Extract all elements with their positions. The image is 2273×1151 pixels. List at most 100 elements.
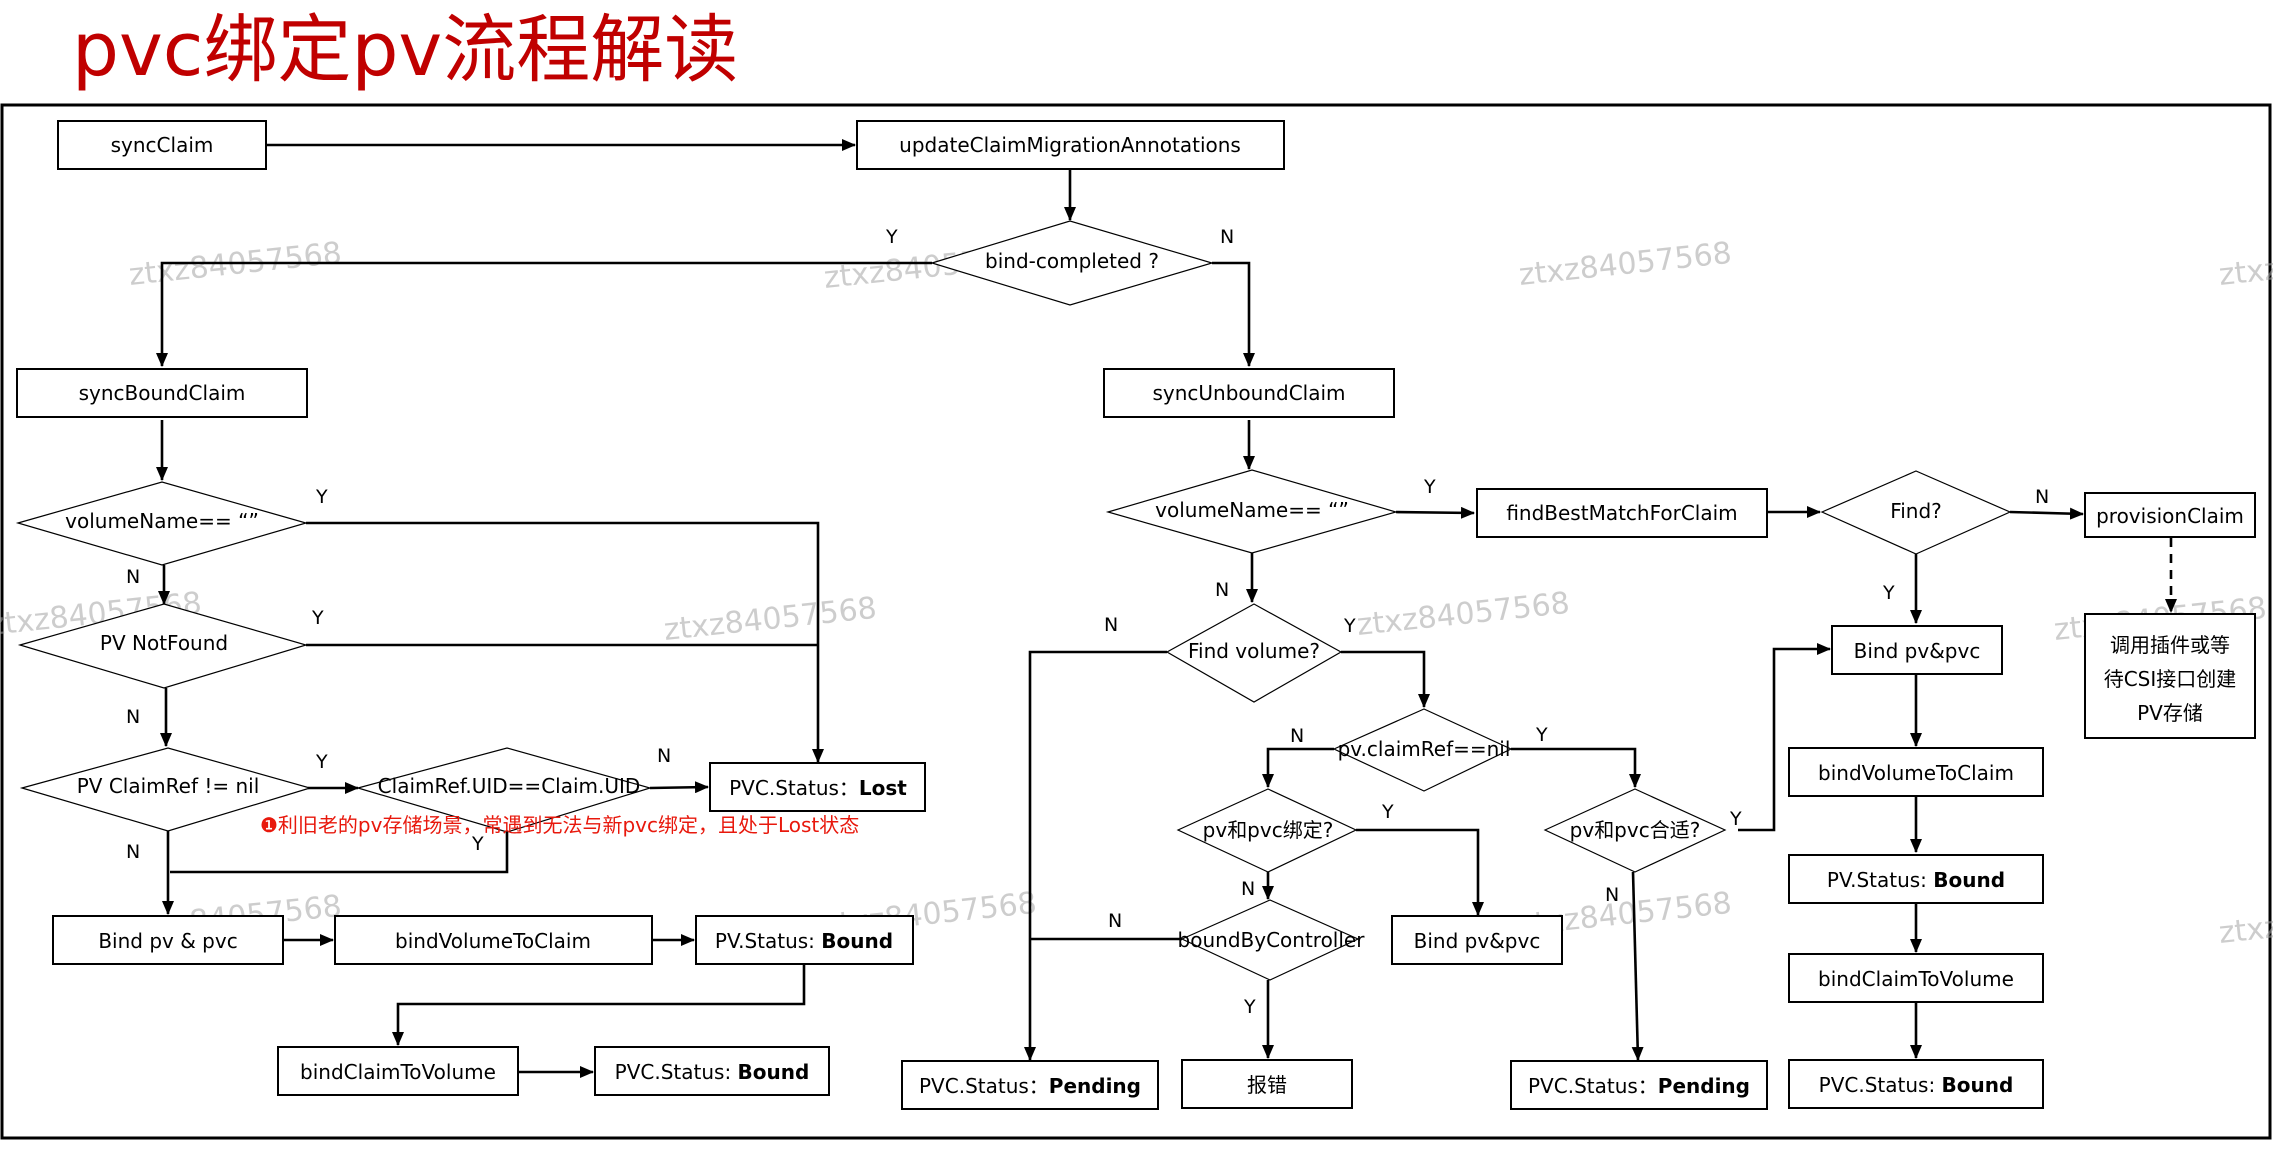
decision-find-volume: Find volume?	[1165, 603, 1343, 703]
label-no: N	[1241, 878, 1255, 900]
node-label: Find?	[1890, 499, 1942, 523]
node-label: bindClaimToVolume	[1818, 967, 2014, 991]
label-no: N	[2035, 486, 2049, 508]
svg-text:PVC.Status：Pending: PVC.Status：Pending	[1528, 1074, 1750, 1098]
node-label: PV ClaimRef != nil	[77, 774, 260, 798]
svg-text:PVC.Status：Lost: PVC.Status：Lost	[729, 776, 907, 800]
edge-claimrefnil-yes	[1511, 747, 1641, 788]
edge-pvpvcfit-no	[1631, 871, 1644, 1061]
node-syncboundclaim: syncBoundClaim	[16, 368, 308, 418]
node-label: volumeName== “”	[65, 509, 259, 533]
node-label: findBestMatchForClaim	[1506, 501, 1737, 525]
node-label: Bind pv&pvc	[1414, 929, 1541, 953]
node-findbestmatchforclaim: findBestMatchForClaim	[1476, 488, 1768, 538]
edge-findvolume-yes	[1341, 650, 1430, 708]
node-label: Bind pv&pvc	[1854, 639, 1981, 663]
decision-pv-pvc-bound: pv和pvc绑定?	[1176, 788, 1358, 873]
watermark: ztxz84057568	[127, 236, 343, 293]
node-pvc-status-pending-left: PVC.Status：Pending	[901, 1060, 1159, 1110]
label-no: N	[657, 745, 671, 767]
node-label: bindVolumeToClaim	[395, 929, 591, 953]
edge-pvpvcbound-yes	[1356, 828, 1484, 916]
node-label: ClaimRef.UID==Claim.UID	[378, 774, 641, 798]
node-label: provisionClaim	[2096, 504, 2244, 528]
label-yes: Y	[471, 833, 484, 855]
node-syncclaim: syncClaim	[57, 120, 267, 170]
watermark: ztxz84057568	[2217, 236, 2273, 293]
node-label-line: 调用插件或等	[2110, 633, 2230, 657]
node-pvc-status-lost: PVC.Status：Lost	[709, 762, 926, 812]
node-label: bindClaimToVolume	[300, 1060, 496, 1084]
label-yes: Y	[315, 751, 328, 773]
svg-text:PVC.Status：Pending: PVC.Status：Pending	[919, 1074, 1141, 1098]
node-label: volumeName== “”	[1155, 498, 1349, 522]
label-yes: Y	[1423, 476, 1436, 498]
node-label: syncUnboundClaim	[1152, 381, 1345, 405]
node-pv-status-bound-left: PV.Status: Bound	[695, 915, 914, 965]
node-bind-pv-pvc-right: Bind pv&pvc	[1831, 625, 2003, 675]
page-title: pvc绑定pv流程解读	[72, 7, 739, 93]
edge-pvbound-c2v	[392, 965, 806, 1046]
svg-text:PV.Status: Bound: PV.Status: Bound	[715, 929, 893, 953]
status-value: Bound	[1942, 1073, 2014, 1097]
node-bind-pv-pvc-left: Bind pv & pvc	[52, 915, 284, 965]
status-value: Bound	[821, 929, 893, 953]
node-pvc-status-bound-right: PVC.Status: Bound	[1788, 1059, 2044, 1109]
label-yes: Y	[311, 607, 324, 629]
label-no: N	[126, 841, 140, 863]
label-yes: Y	[315, 486, 328, 508]
label-no: N	[1605, 884, 1619, 906]
label-no: N	[1108, 910, 1122, 932]
node-csi-create: 调用插件或等 待CSI接口创建 PV存储	[2084, 613, 2256, 739]
node-pvc-status-bound-left: PVC.Status: Bound	[594, 1046, 830, 1096]
edge-bindcompleted-no	[1212, 261, 1255, 367]
decision-boundbycontroller: boundByController	[1178, 899, 1365, 981]
node-label: 报错	[1247, 1073, 1287, 1097]
label-no: N	[1290, 725, 1304, 747]
status-prefix: PVC.Status:	[615, 1060, 738, 1084]
node-update-annotations: updateClaimMigrationAnnotations	[856, 120, 1285, 170]
node-label: bindVolumeToClaim	[1818, 761, 2014, 785]
label-yes: Y	[1381, 801, 1394, 823]
node-label: updateClaimMigrationAnnotations	[899, 133, 1241, 157]
node-label: syncBoundClaim	[79, 381, 246, 405]
svg-text:PVC.Status: Bound: PVC.Status: Bound	[615, 1060, 810, 1084]
node-bindvolumetoclaim-left: bindVolumeToClaim	[334, 915, 653, 965]
watermark: ztxz84057568	[662, 591, 878, 648]
node-label: pv.claimRef==nil	[1338, 737, 1511, 761]
edge-bindcompleted-yes	[156, 261, 932, 367]
node-pv-status-bound-right: PV.Status: Bound	[1788, 854, 2044, 904]
status-prefix: PV.Status:	[1827, 868, 1933, 892]
node-bindvolumetoclaim-right: bindVolumeToClaim	[1788, 747, 2044, 797]
edge-uid-yes	[170, 832, 509, 874]
edge-volname-yes	[306, 521, 824, 763]
decision-volumename-left: volumeName== “”	[15, 481, 309, 566]
node-provisionclaim: provisionClaim	[2084, 492, 2256, 538]
label-yes: Y	[1243, 996, 1256, 1018]
label-no: N	[126, 706, 140, 728]
node-label-line: 待CSI接口创建	[2104, 667, 2237, 691]
edge-pvpvcfit-yes	[1738, 643, 1831, 832]
label-yes: Y	[1882, 582, 1895, 604]
status-value: Lost	[859, 776, 907, 800]
watermark: ztxz84057568	[1355, 586, 1571, 643]
edge-labels: Y N Y N Y N Y N Y N Y N N Y N Y Y N N Y …	[126, 226, 2049, 1018]
node-label: bind-completed ?	[985, 249, 1159, 273]
label-yes: Y	[1729, 808, 1742, 830]
status-prefix: PVC.Status：	[1528, 1074, 1658, 1098]
decision-bind-completed: bind-completed ?	[929, 220, 1215, 306]
node-pvc-status-pending-right: PVC.Status：Pending	[1510, 1060, 1768, 1110]
label-yes: Y	[1535, 724, 1548, 746]
node-label-line: PV存储	[2137, 701, 2203, 725]
node-bindclaimtovolume-right: bindClaimToVolume	[1788, 953, 2044, 1003]
node-syncunboundclaim: syncUnboundClaim	[1103, 368, 1395, 418]
decision-pv-claimref-nil: pv.claimRef==nil	[1332, 708, 1513, 792]
node-label: syncClaim	[111, 133, 214, 157]
label-yes: Y	[885, 226, 898, 248]
status-value: Bound	[738, 1060, 810, 1084]
decision-find: Find?	[1820, 470, 2012, 555]
node-label: pv和pvc绑定?	[1203, 818, 1334, 842]
edge-find-no	[2009, 507, 2084, 520]
status-prefix: PVC.Status:	[1819, 1073, 1942, 1097]
